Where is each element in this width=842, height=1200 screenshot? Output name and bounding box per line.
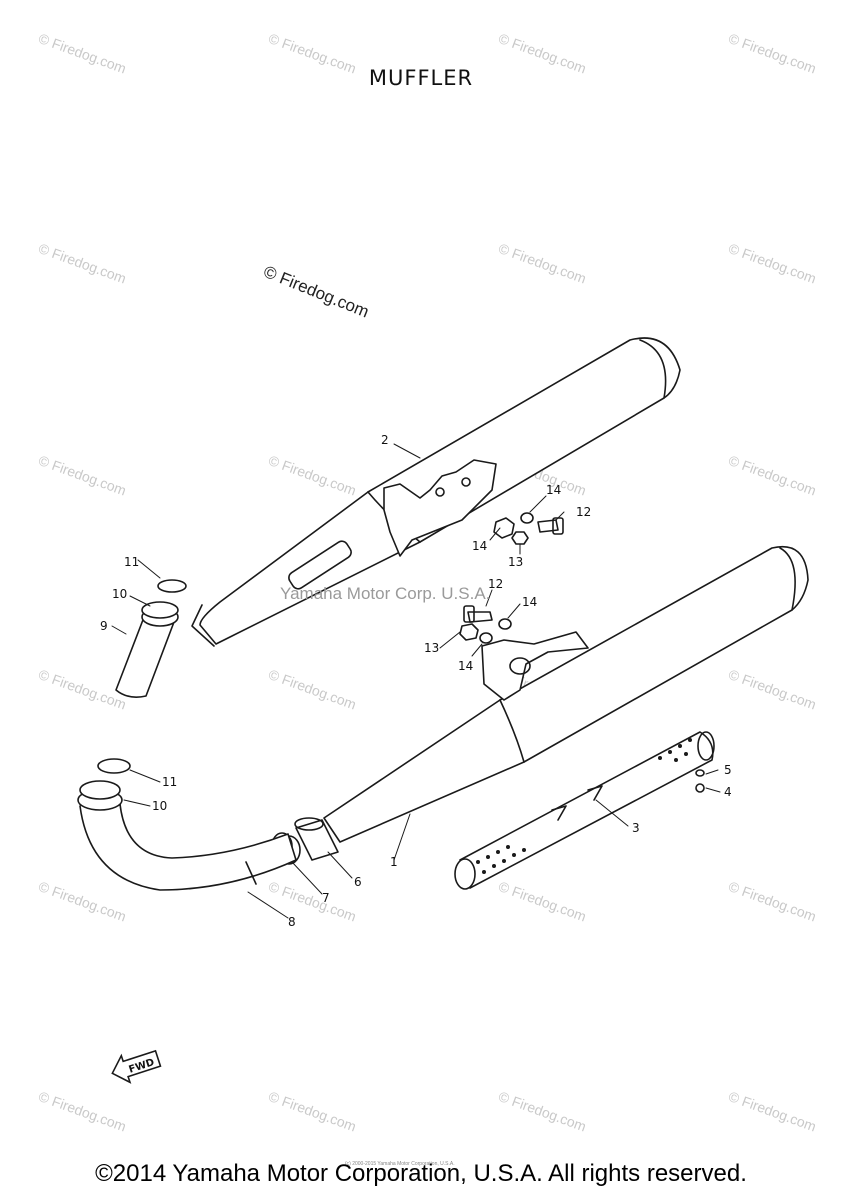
part-callout-13: 13 — [508, 555, 523, 569]
part-callout-11: 11 — [124, 555, 139, 569]
part-callout-8: 8 — [288, 915, 296, 929]
part-callout-5: 5 — [724, 763, 732, 777]
baffle-perforations — [476, 738, 692, 874]
copyright-footer: ©2014 Yamaha Motor Corporation, U.S.A. A… — [95, 1160, 747, 1187]
part-callout-10: 10 — [112, 587, 127, 601]
part-callout-1: 1 — [390, 855, 398, 869]
fwd-arrow-icon: FWD — [111, 1049, 162, 1084]
part-callout-4: 4 — [724, 785, 732, 799]
page-title: MUFFLER — [368, 66, 474, 90]
part-callout-14: 14 — [522, 595, 537, 609]
footer-small-print: (c) 2000-2015 Yamaha Motor Corporation, … — [345, 1161, 455, 1167]
part-callout-10: 10 — [152, 799, 167, 813]
part-callouts: 2 11 10 9 14 12 14 13 12 14 13 14 11 10 … — [100, 433, 732, 929]
part-callout-9: 9 — [100, 619, 108, 633]
part-callout-3: 3 — [632, 821, 640, 835]
part-callout-14: 14 — [546, 483, 561, 497]
part-callout-12: 12 — [488, 577, 503, 591]
leader-lines — [111, 443, 721, 919]
part-callout-7: 7 — [322, 891, 330, 905]
part-callout-2: 2 — [381, 433, 389, 447]
part-callout-11: 11 — [162, 775, 177, 789]
part-callout-14: 14 — [472, 539, 487, 553]
watermark-center: Yamaha Motor Corp. U.S.A. — [280, 584, 491, 603]
part-callout-6: 6 — [354, 875, 362, 889]
lower-muffler — [77, 546, 809, 891]
upper-muffler — [115, 337, 681, 698]
part-callout-14: 14 — [458, 659, 473, 673]
part-callout-13: 13 — [424, 641, 439, 655]
part-callout-12: 12 — [576, 505, 591, 519]
